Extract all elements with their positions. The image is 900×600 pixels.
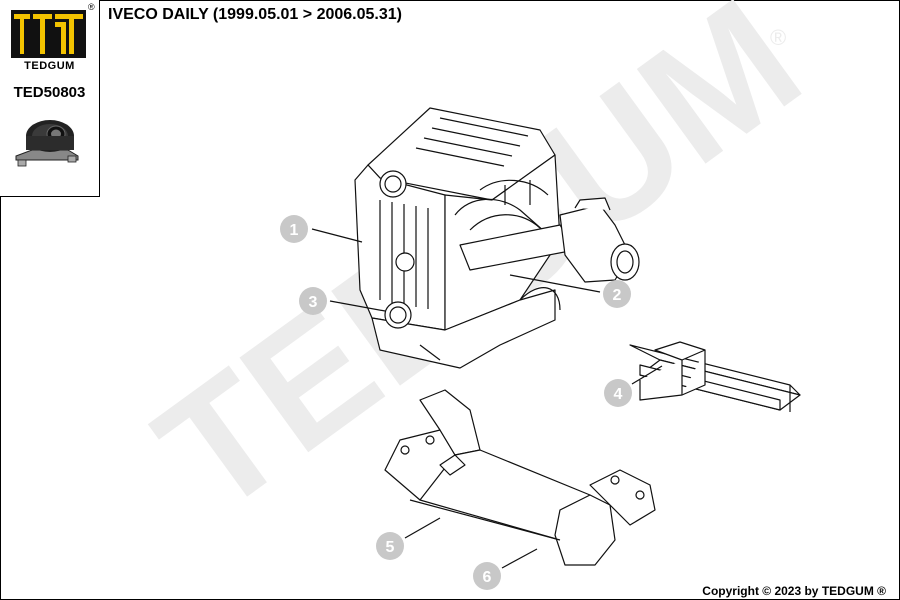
svg-text:6: 6 — [483, 569, 492, 586]
copyright-footer: Copyright © 2023 by TEDGUM ® — [702, 584, 886, 598]
tedgum-logo-icon — [11, 10, 86, 58]
front-axle-drawing — [384, 389, 656, 566]
crossmember-drawing — [629, 341, 801, 412]
callout-2: 2 — [509, 274, 631, 308]
engine-drawing — [354, 107, 640, 369]
callout-4: 4 — [604, 365, 663, 407]
vehicle-title: IVECO DAILY (1999.05.01 > 2006.05.31) — [108, 6, 402, 23]
registered-mark: ® — [88, 2, 95, 12]
callout-6: 6 — [473, 548, 538, 590]
callout-3: 3 — [299, 287, 386, 315]
part-number: TED50803 — [13, 84, 86, 101]
svg-text:5: 5 — [386, 539, 395, 556]
watermark-reg: ® — [770, 25, 786, 50]
callout-5: 5 — [376, 517, 441, 560]
center-bearing-icon — [15, 120, 79, 167]
logo-panel: ® TEDGUM TED50803 — [0, 0, 100, 197]
svg-text:1: 1 — [290, 222, 299, 239]
svg-text:2: 2 — [613, 287, 622, 304]
svg-text:3: 3 — [309, 294, 318, 311]
svg-text:4: 4 — [614, 386, 623, 403]
brand-name: TEDGUM — [24, 60, 75, 72]
callout-1: 1 — [280, 215, 363, 243]
